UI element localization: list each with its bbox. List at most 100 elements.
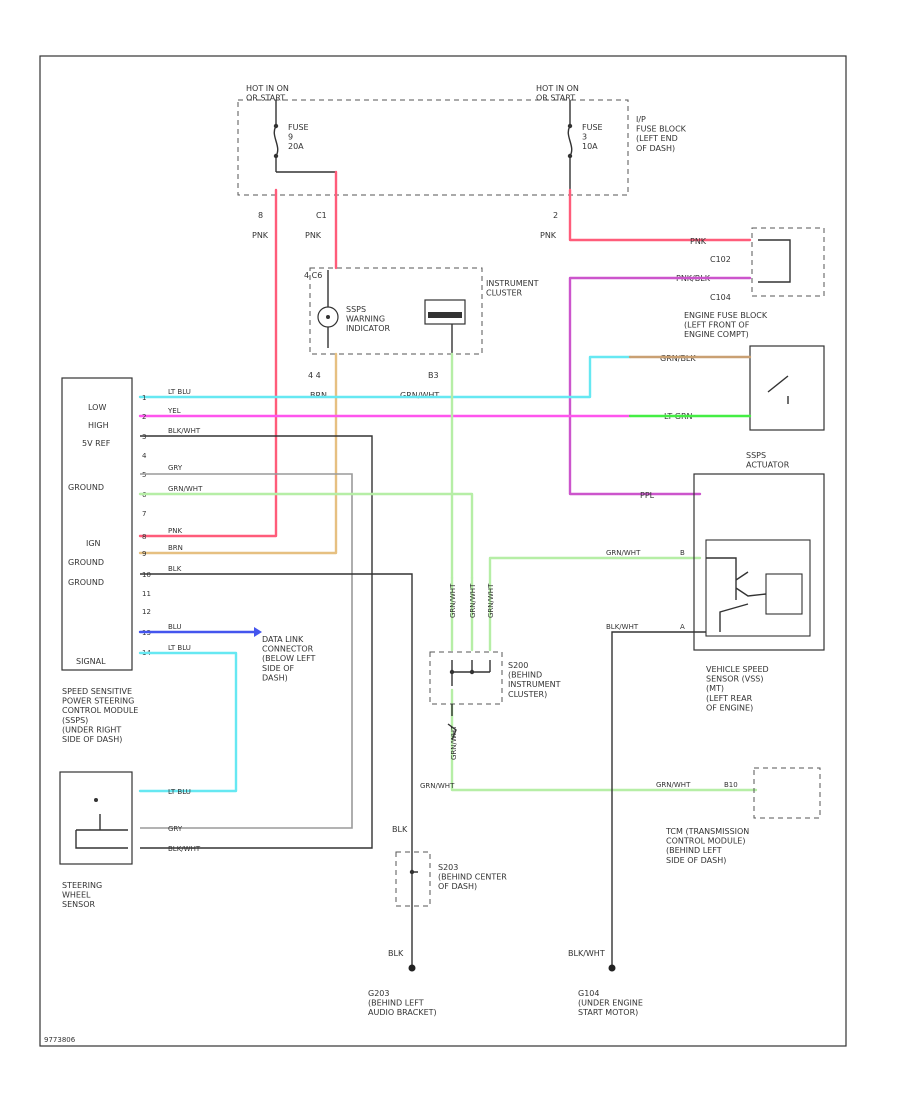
s200-outline [429, 651, 503, 705]
pnk-c-label: PNK [540, 231, 557, 240]
ssps-actuator-box [693, 473, 825, 651]
vss-element [765, 573, 803, 615]
instrument-cluster-outline [309, 267, 483, 355]
g104-ground-node [608, 964, 616, 972]
pin-2-label: 2 [142, 413, 146, 421]
steering-sensor-box [59, 771, 133, 865]
pnk-wire-fuse3-to-efb [568, 188, 752, 242]
pnk-wire-fuse9-to-module [138, 188, 278, 538]
vss-pin-b-label: B [680, 549, 685, 557]
vss-transistor [706, 557, 767, 632]
pin-10-label: 10 [142, 571, 151, 579]
vss-inner [705, 539, 811, 637]
module-5vref-label: 5V REF [82, 439, 111, 448]
s200-node-b [469, 669, 475, 675]
ic-pin-left-label: 4 4 [308, 371, 321, 380]
pin-1-label: 1 [142, 394, 146, 402]
blkwht-vss-label: BLK/WHT [606, 623, 639, 631]
wire-yel-high-label: YEL [167, 407, 181, 415]
ip-fuse-block-outline [237, 99, 629, 196]
steering-sensor-coil [75, 814, 128, 849]
s203-outline [395, 851, 431, 907]
brn-ic-label: BRN [310, 391, 327, 400]
s200-node-a [449, 669, 455, 675]
pin-9-label: 9 [142, 550, 146, 558]
grnwht-tcm-label: GRN/WHT [656, 781, 691, 789]
s203-splice [411, 852, 418, 930]
tcm-outline [753, 767, 821, 819]
ic-pin-top-label: 4 C6 [304, 271, 322, 280]
blkwht-vss-wire [611, 631, 706, 968]
pnk-efb-label: PNK [690, 237, 707, 246]
module-high-label: HIGH [88, 421, 109, 430]
diagram-frame [39, 55, 847, 1047]
warning-indicator-dot [326, 315, 330, 319]
c102-label: C102 [710, 255, 731, 264]
s200-w3-label: GRN/WHT [487, 583, 495, 618]
pnk-a-label: PNK [252, 231, 269, 240]
module-signal-label: SIGNAL [76, 657, 106, 666]
dlc-arrow [254, 627, 262, 637]
pin-4-label: 4 [142, 452, 147, 460]
s200-w2-label: GRN/WHT [469, 583, 477, 618]
s203-node [409, 869, 415, 875]
steer-gry-label: GRY [168, 825, 183, 833]
steer-blkwht-label: BLK/WHT [168, 845, 201, 853]
blk-ground-wire [140, 573, 413, 852]
wire-blk-gnd-label: BLK [168, 565, 182, 573]
module-ground1-label: GROUND [68, 483, 104, 492]
s200-tail [447, 704, 457, 741]
s200-w5-label: GRN/WHT [420, 782, 455, 790]
ppl-wire-efb-to-actuator [568, 276, 752, 496]
wire-pnk-ign-label: PNK [168, 527, 182, 535]
ltblu-signal-wire [138, 651, 238, 793]
engine-fuse-block-outline [751, 227, 825, 297]
cluster-module-bar [428, 312, 462, 318]
blk-g203-label: BLK [388, 949, 404, 958]
s200-w1-label: GRN/WHT [449, 583, 457, 618]
wire-brn-label: BRN [168, 544, 183, 552]
fuse-3-symbol [567, 125, 573, 157]
vss-pin-a-label: A [680, 623, 685, 631]
blkwht-ref-wire [140, 435, 373, 849]
figure-id: 9773806 [44, 1036, 76, 1044]
module-low-label: LOW [88, 403, 106, 412]
c104-label: C104 [710, 293, 731, 302]
wire-ltblu-low-label: LT BLU [168, 388, 191, 396]
ssps-module-box [61, 377, 133, 671]
ppl-act-label: PPL [640, 491, 655, 500]
pin-7-label: 7 [142, 510, 146, 518]
gry-wire [140, 473, 353, 829]
grnblk-sw-label: GRN/BLK [660, 354, 696, 363]
wire-blu-dlc-label: BLU [168, 623, 181, 631]
module-ign-label: IGN [86, 539, 101, 548]
ic-pin-right-label: B3 [428, 371, 439, 380]
steering-switch-contact [767, 375, 789, 404]
pin-c1-label: C1 [316, 211, 327, 220]
tcm-pin-label: B10 [724, 781, 738, 789]
pnk-b-label: PNK [305, 231, 322, 240]
s200-w4-label: GRN/WHT [450, 725, 458, 760]
grnwht-module-wire [138, 492, 474, 580]
wire-gry-label: GRY [168, 464, 183, 472]
grnwht-vss-label: GRN/WHT [606, 549, 641, 557]
blk-s203-label: BLK [392, 825, 408, 834]
g203-ground-node [408, 964, 416, 972]
pin-11-label: 11 [142, 590, 151, 598]
module-ground3-label: GROUND [68, 578, 104, 587]
pin-12-label: 12 [142, 608, 151, 616]
